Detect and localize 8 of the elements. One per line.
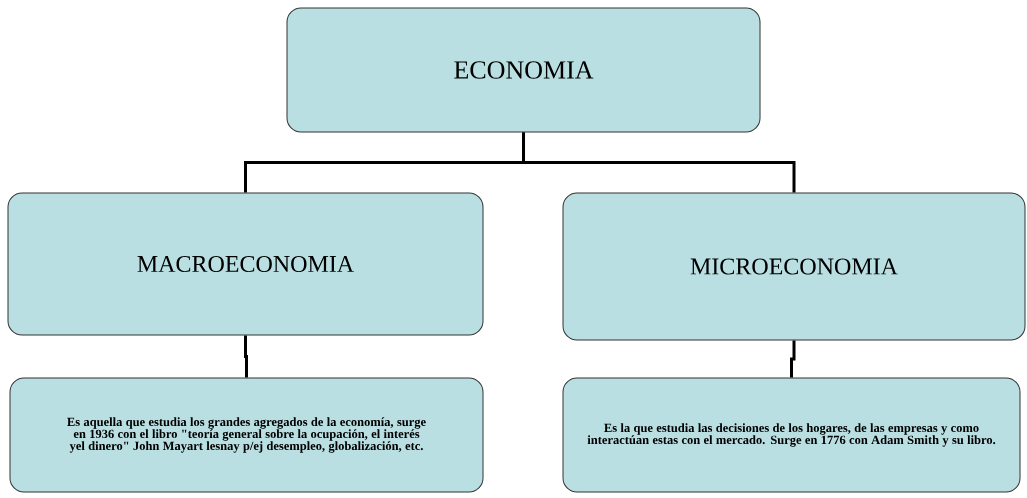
title-box: ECONOMIA xyxy=(286,7,761,133)
connector xyxy=(244,335,248,378)
description-box: Es aquella que estudia los grandes agregados de la economía, surge en 1936 con el libro "teoría general sobre la ocupación, el interés yel dinero" John Mayart lesnay p/ej desempleo, globalización, etc. xyxy=(9,377,484,493)
connector xyxy=(522,132,796,193)
concept-box: MICROECONOMIA xyxy=(562,192,1026,341)
concept-box: MACROECONOMIA xyxy=(7,192,484,336)
connector xyxy=(790,340,796,378)
description-box: Es la que estudia las decisiones de los hogares, de las empresas y como interactúan estas con el mercado. Surge en 1776 con Adam Smith y su libro. xyxy=(562,377,1021,493)
